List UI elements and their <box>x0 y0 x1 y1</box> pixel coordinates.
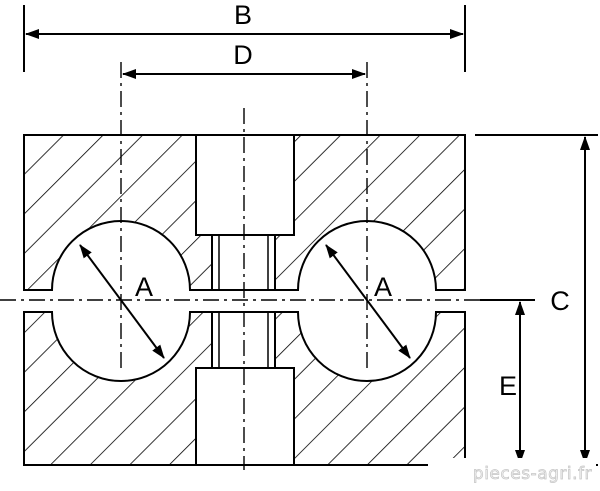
watermark: pieces-agri.fr <box>428 458 596 486</box>
dimension-d-label: D <box>233 40 253 70</box>
dimension-e: E <box>480 299 535 464</box>
dimension-d: D <box>122 40 366 79</box>
watermark-backdrop <box>428 458 596 486</box>
dimension-b-label: B <box>234 0 252 30</box>
watermark-text: pieces-agri.fr <box>473 464 592 484</box>
upper-clamp-right-section <box>274 134 466 291</box>
dimension-a-right-label: A <box>374 272 392 302</box>
dimension-a-left-label: A <box>135 272 153 302</box>
dimension-a-left: A <box>79 244 165 359</box>
dimension-c-label: C <box>550 286 570 316</box>
dimension-e-label: E <box>499 371 517 401</box>
upper-bolt-head-recess <box>195 134 295 236</box>
dimension-b: B <box>23 0 466 72</box>
dimension-a-left-line <box>79 244 165 359</box>
lower-clamp-right-section <box>274 311 466 466</box>
lower-clamp-left-section <box>23 311 213 466</box>
lower-nut-recess <box>195 367 295 466</box>
dimension-a-right-line <box>325 244 411 359</box>
dimension-a-right: A <box>325 244 411 359</box>
upper-clamp-left-section <box>23 134 213 291</box>
